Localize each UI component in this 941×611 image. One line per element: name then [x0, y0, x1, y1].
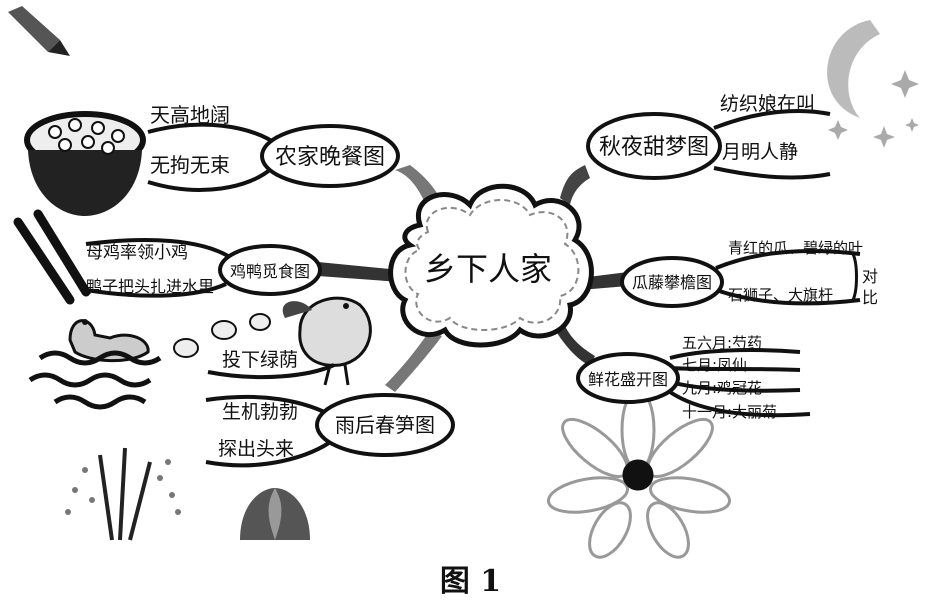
star-icon — [828, 70, 919, 148]
branch-night-title: 秋夜甜梦图 — [599, 135, 709, 160]
night-item-1: 纺织娘在叫 — [720, 93, 815, 115]
bamboo-item-1: 投下绿荫 — [222, 349, 298, 371]
duck-icon — [68, 319, 150, 363]
melon-note-2: 比 — [862, 288, 878, 307]
bamboo-shoots-icon — [65, 447, 181, 541]
pencil-icon — [8, 6, 70, 56]
center-cloud — [388, 183, 594, 348]
branch-bubbles — [218, 112, 724, 457]
water-waves-icon — [28, 350, 162, 410]
center-title: 乡下人家 — [424, 250, 552, 288]
moon-icon — [827, 20, 880, 118]
melon-item-2: 石狮子、大旗杆 — [728, 286, 833, 304]
branch-dinner-title: 农家晚餐图 — [275, 145, 385, 170]
night-item-2: 月明人静 — [722, 141, 798, 163]
flowers-item-2: 七月:凤仙 — [682, 356, 747, 374]
chopsticks-icon — [13, 209, 91, 305]
bamboo-item-3: 探出头来 — [218, 438, 294, 460]
contrast-bracket — [850, 251, 858, 303]
branch-flowers-title: 鲜花盛开图 — [588, 370, 668, 389]
melon-note-1: 对 — [862, 267, 878, 286]
branch-bamboo-title: 雨后春笋图 — [335, 413, 435, 437]
chicks-icon — [173, 313, 271, 358]
hen-icon — [282, 296, 372, 386]
connectors — [318, 165, 628, 392]
dinner-item-2: 无拘无束 — [150, 153, 230, 177]
chicken-item-2: 鸭子把头扎进水里 — [86, 277, 214, 296]
chicken-item-1: 母鸡率领小鸡 — [86, 243, 188, 263]
flowers-item-4: 十一月:大丽菊 — [682, 403, 777, 421]
flowers-item-1: 五六月:芍药 — [682, 334, 762, 352]
branch-melon-title: 瓜藤攀檐图 — [632, 273, 712, 292]
melon-item-1: 青红的瓜、碧绿的叶 — [728, 239, 863, 257]
rice-bowl-icon — [24, 111, 146, 216]
sprout-icon — [240, 488, 310, 540]
figure-caption: 图 1 — [439, 564, 502, 599]
branch-chicken-title: 鸡鸭觅食图 — [230, 262, 310, 281]
item-lines — [85, 109, 861, 468]
dinner-item-1: 天高地阔 — [150, 103, 230, 127]
flowers-item-3: 九月:鸡冠花 — [682, 379, 762, 397]
bamboo-item-2: 生机勃勃 — [222, 401, 298, 423]
